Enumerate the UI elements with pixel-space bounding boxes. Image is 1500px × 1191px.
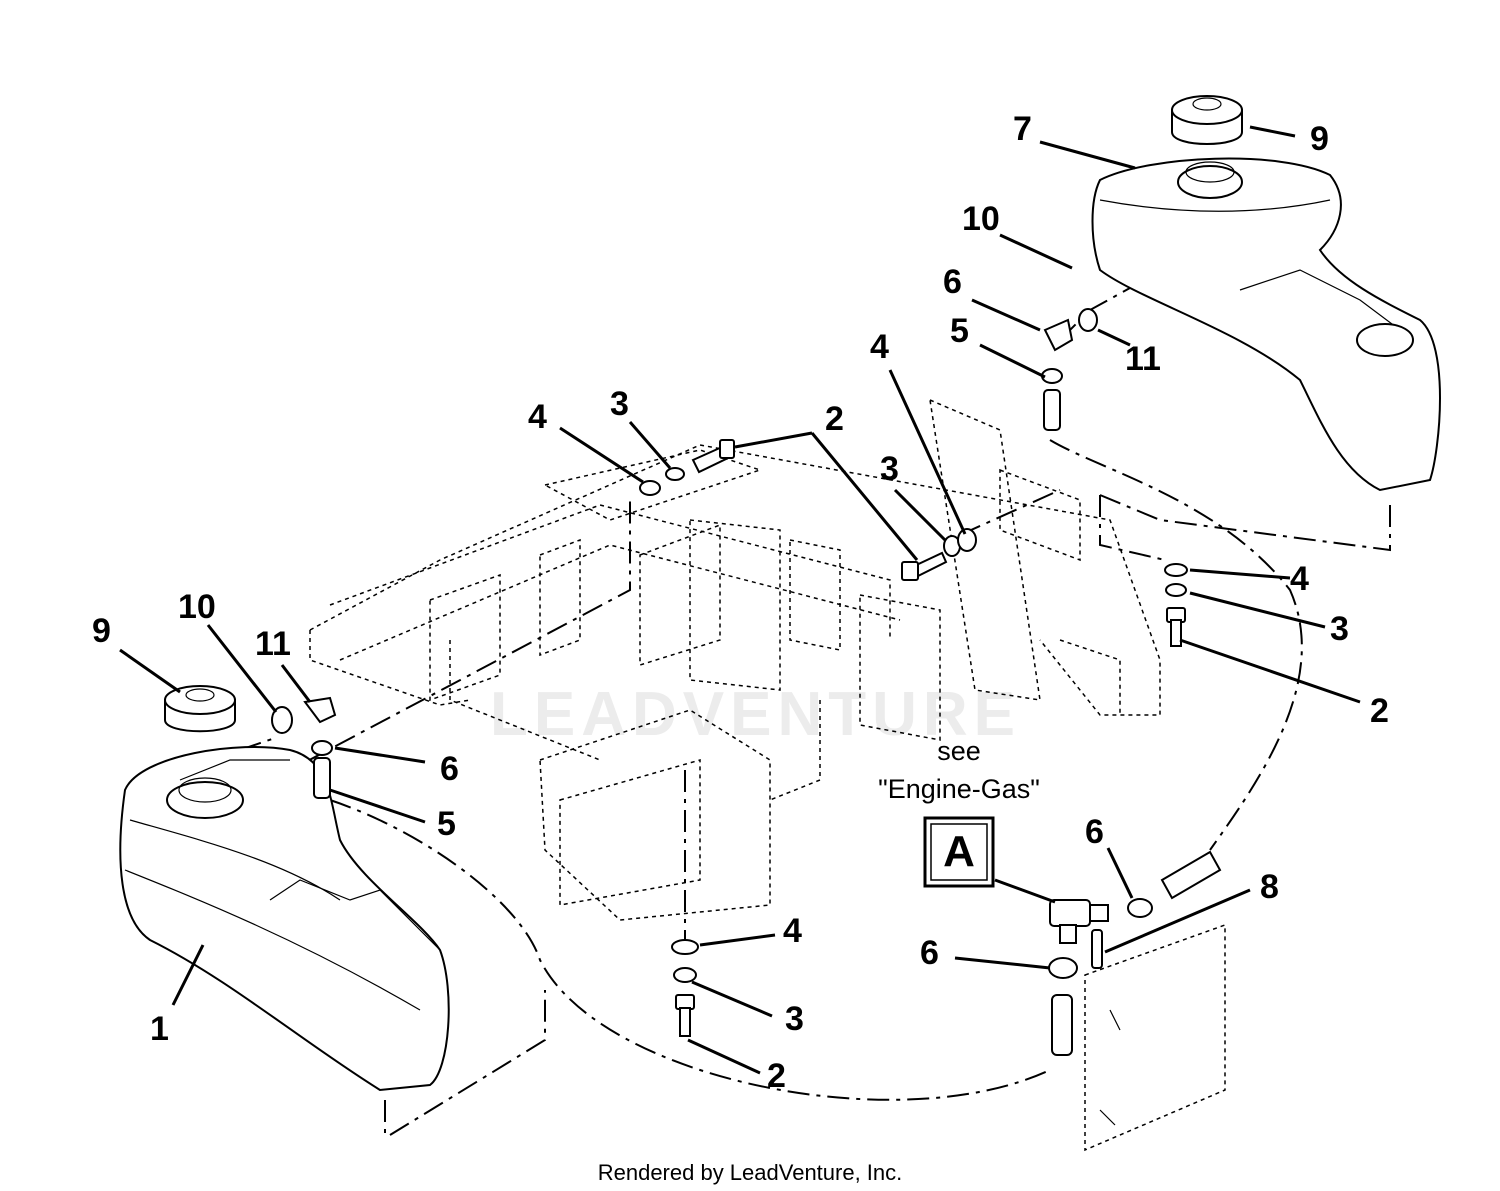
callout-4-top-right: 4: [870, 328, 889, 366]
callout-5-right: 5: [950, 312, 969, 350]
callout-6-left: 6: [440, 750, 459, 788]
callout-11-left: 11: [255, 625, 291, 663]
leader-lines: [119, 125, 1361, 1075]
lower-hose-clamps: [1048, 898, 1153, 979]
callout-9-left: 9: [92, 612, 111, 650]
callout-6-lower-left: 6: [920, 934, 939, 972]
left-elbow-fitting: [303, 696, 337, 724]
left-hose-clamp: [311, 740, 333, 756]
fuel-shutoff-valve: [1049, 899, 1109, 944]
right-washers-and-bolt: [1164, 563, 1188, 647]
callout-8: 8: [1260, 868, 1279, 906]
reference-note-line1: see: [937, 736, 981, 766]
right-fuel-cap: [1171, 95, 1243, 145]
reference-box-label: A: [943, 827, 975, 876]
callout-10-right: 10: [962, 200, 1000, 238]
callout-11-right: 11: [1125, 340, 1161, 378]
callout-6-lower-right: 6: [1085, 813, 1104, 851]
top-washers-right: [943, 528, 977, 557]
left-fuel-hose: [313, 757, 331, 799]
top-washers-left: [639, 467, 685, 496]
top-bolt-right: [901, 551, 948, 581]
callout-2-bottom: 2: [767, 1057, 786, 1095]
callout-2-top: 2: [825, 400, 844, 438]
callout-3-right: 3: [1330, 610, 1349, 648]
callout-10-left: 10: [178, 588, 216, 626]
footer-credit: Rendered by LeadVenture, Inc.: [598, 1160, 903, 1185]
callout-numbers: 7 9 10 6 5 11 4 3 2 4 3 4 3 2 9 10 11 6 …: [92, 110, 1389, 1095]
left-bushing: [271, 706, 293, 734]
reference-note-line2: "Engine-Gas": [878, 774, 1040, 804]
left-fuel-tank: [119, 745, 450, 1092]
right-fuel-hose: [1043, 389, 1061, 431]
top-bolt-left: [691, 439, 735, 474]
callout-4-right: 4: [1290, 560, 1309, 598]
bottom-washers-and-bolt: [671, 939, 699, 1037]
callout-3-top-right: 3: [880, 450, 899, 488]
chassis-frame: [309, 398, 1226, 1152]
left-fuel-cap: [164, 685, 236, 733]
callout-4-top-left: 4: [528, 398, 547, 436]
right-bushing: [1078, 308, 1098, 332]
callout-2-right: 2: [1370, 692, 1389, 730]
callout-9-right: 9: [1310, 120, 1329, 158]
reference-box-a[interactable]: A: [923, 816, 995, 888]
valve-handle: [1091, 929, 1103, 969]
right-elbow-fitting: [1043, 318, 1074, 352]
callout-7: 7: [1013, 110, 1032, 148]
callout-4-bottom: 4: [783, 912, 802, 950]
callout-1: 1: [150, 1010, 169, 1048]
callout-3-bottom: 3: [785, 1000, 804, 1038]
callout-5-left: 5: [437, 805, 456, 843]
callout-3-top-left: 3: [610, 385, 629, 423]
right-fuel-tank: [1091, 157, 1441, 492]
lower-fuel-hoses: [1051, 850, 1222, 1056]
callout-6-right-top: 6: [943, 263, 962, 301]
